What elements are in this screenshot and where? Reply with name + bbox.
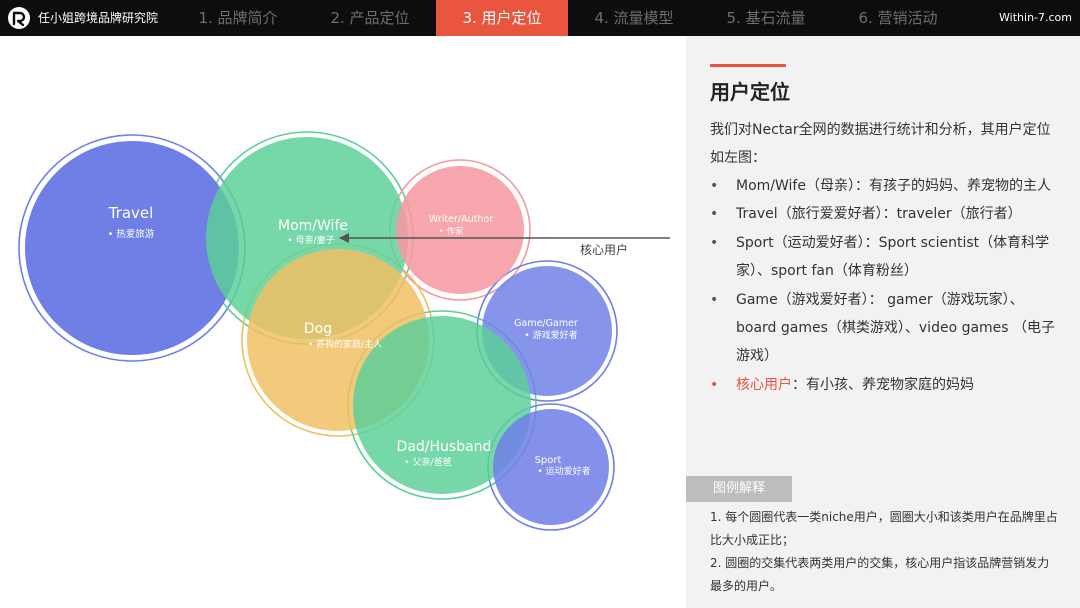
- legend-notes: 1. 每个圆圈代表一类niche用户，圆圈大小和该类用户在品牌里占比大小成正比；…: [710, 506, 1060, 598]
- sport-bubble: [493, 409, 609, 525]
- bullet-dot-icon: •: [710, 376, 719, 393]
- game-gamer-title: Game/Gamer: [514, 318, 578, 329]
- site-link[interactable]: Within-7.com: [999, 11, 1072, 24]
- title-accent-line: [710, 64, 786, 67]
- writer-author-bubble: [396, 166, 524, 294]
- bullet-dot-icon: •: [710, 206, 719, 223]
- legend-title-tag: 图例解释: [686, 476, 792, 502]
- top-nav-bar: 任小姐跨境品牌研究院 1. 品牌简介 2. 产品定位 3. 用户定位 4. 流量…: [0, 0, 1080, 36]
- tab-marketing[interactable]: 6. 营销活动: [858, 9, 938, 27]
- tab-user-positioning[interactable]: 3. 用户定位: [436, 0, 568, 36]
- bullet-dot-icon: •: [710, 178, 719, 194]
- brand-name: 任小姐跨境品牌研究院: [38, 11, 159, 25]
- writer-author-title: Writer/Author: [429, 214, 493, 225]
- panel-intro: 我们对Nectar全网的数据进行统计和分析，其用户定位如左图：: [710, 122, 1051, 166]
- bullet-dot-icon: •: [710, 291, 719, 308]
- writer-author-subtitle: • 作家: [439, 226, 464, 237]
- core-user-item: • 核心用户：有小孩、养宠物家庭的妈妈: [710, 371, 1060, 399]
- tab-brand-intro[interactable]: 1. 品牌简介: [198, 9, 278, 27]
- tab-base-traffic[interactable]: 5. 基石流量: [726, 9, 806, 27]
- list-item: •Travel（旅行爱爱好者）：traveler（旅行者）: [710, 200, 1060, 228]
- bullet-dot-icon: •: [710, 234, 719, 251]
- dog-title: Dog: [304, 321, 332, 337]
- sport-subtitle: • 运动爱好者: [537, 465, 590, 477]
- travel-bubble: [25, 141, 239, 355]
- user-bubble-diagram: Travel • 热爱旅游 Mom/Wife • 母亲/妻子 Writer/Au…: [18, 131, 670, 531]
- mom-wife-title: Mom/Wife: [278, 218, 348, 234]
- dad-husband-bubble: [353, 316, 531, 494]
- list-item: •Game（游戏爱好者）： gamer（游戏玩家）、board games（棋类…: [710, 286, 1060, 371]
- legend-note: 2. 圆圈的交集代表两类用户的交集，核心用户指该品牌营销发力最多的用户。: [710, 556, 1050, 593]
- core-user-desc: ：有小孩、养宠物家庭的妈妈: [792, 376, 974, 393]
- tab-traffic-model[interactable]: 4. 流量模型: [594, 9, 674, 27]
- list-item: •Mom/Wife（母亲）：有孩子的妈妈、养宠物的主人: [710, 172, 1060, 200]
- dad-husband-title: Dad/Husband: [397, 439, 492, 455]
- core-user-label: 核心用户: [580, 242, 628, 257]
- travel-title: Travel: [108, 204, 154, 222]
- section-tabs: 1. 品牌简介 2. 产品定位 3. 用户定位 4. 流量模型 5. 基石流量 …: [172, 0, 964, 36]
- game-gamer-subtitle: • 游戏爱好者: [524, 329, 577, 341]
- mom-wife-subtitle: • 母亲/妻子: [287, 234, 334, 246]
- user-type-list: •Mom/Wife（母亲）：有孩子的妈妈、养宠物的主人 •Travel（旅行爱爱…: [710, 172, 1060, 399]
- core-user-term: 核心用户: [736, 376, 792, 393]
- tab-product-positioning[interactable]: 2. 产品定位: [330, 9, 410, 27]
- sport-title: Sport: [535, 455, 562, 466]
- list-item: •Sport（运动爱好者）：Sport scientist（体育科学家）、spo…: [710, 229, 1060, 286]
- dog-subtitle: • 养狗的家庭/主人: [308, 338, 382, 350]
- legend-note: 1. 每个圆圈代表一类niche用户，圆圈大小和该类用户在品牌里占比大小成正比；: [710, 510, 1058, 547]
- travel-subtitle: • 热爱旅游: [108, 228, 155, 240]
- description-panel: 用户定位 我们对Nectar全网的数据进行统计和分析，其用户定位如左图： •Mo…: [686, 36, 1080, 608]
- brand-logo-icon: [8, 7, 30, 29]
- panel-title: 用户定位: [710, 80, 790, 104]
- dad-husband-subtitle: • 父亲/爸爸: [404, 456, 451, 468]
